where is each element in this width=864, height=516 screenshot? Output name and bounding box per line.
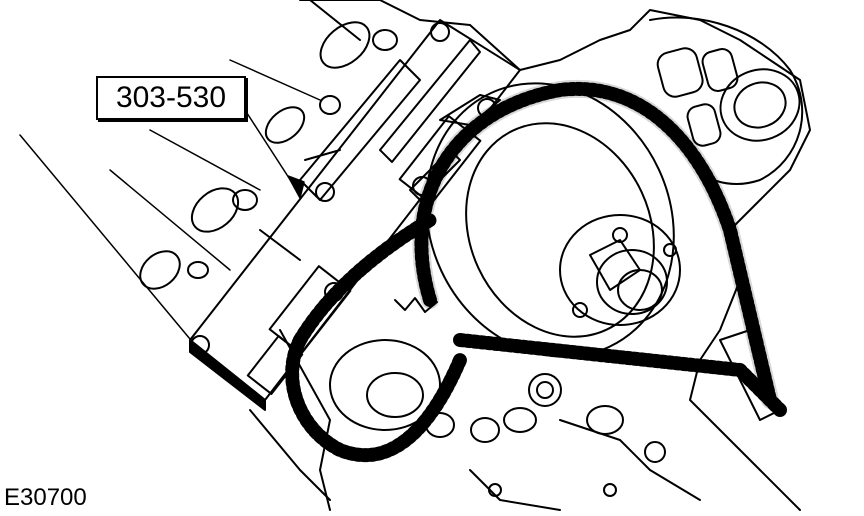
timing-chain bbox=[292, 89, 780, 455]
engine-block-outline bbox=[250, 0, 810, 510]
tool-callout-text: 303-530 bbox=[115, 81, 227, 114]
tool-callout-label: 303-530 bbox=[96, 76, 246, 120]
leader-lines bbox=[20, 60, 320, 345]
crankshaft-sprocket bbox=[330, 298, 440, 430]
camshaft-sprocket bbox=[382, 42, 718, 397]
figure-id-label: E30700 bbox=[4, 484, 87, 511]
camshaft-lobes bbox=[133, 0, 397, 296]
chain-guides bbox=[410, 95, 780, 420]
lower-fittings bbox=[426, 374, 665, 496]
